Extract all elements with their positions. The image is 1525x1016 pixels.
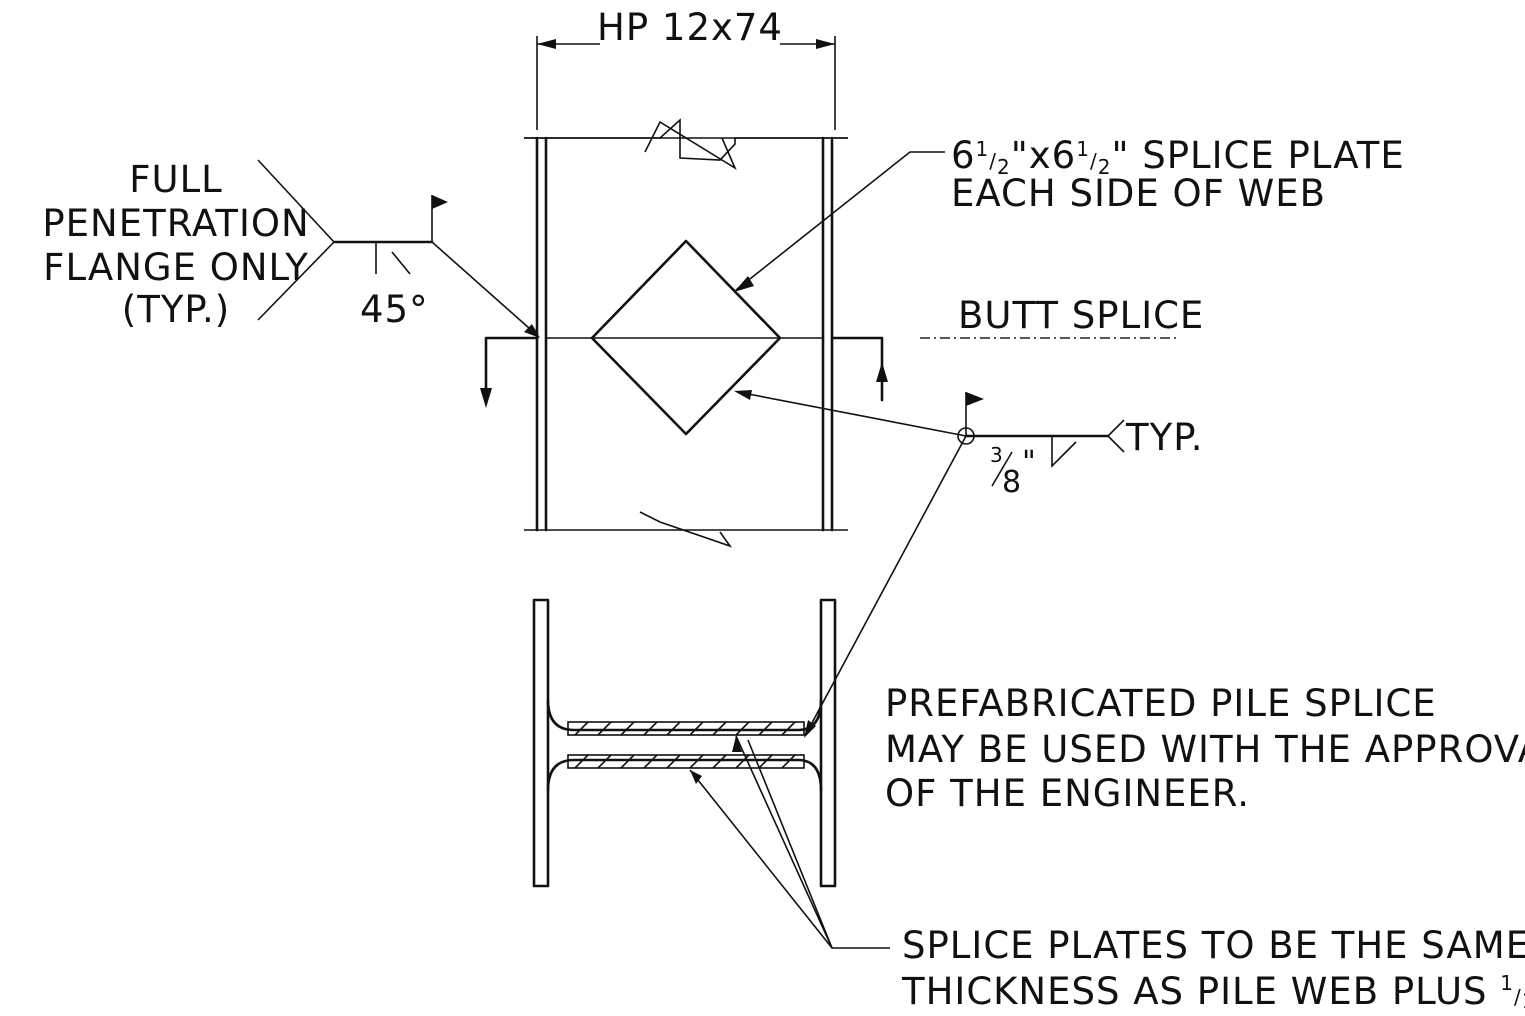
section-dimension: HP 12x74 (536, 6, 836, 130)
splice-plates-frac-den: 16 (1522, 989, 1525, 1013)
section-arrow-down-icon (480, 388, 492, 408)
leader-arrow-plate-a-icon (690, 770, 702, 784)
weld-tail-icon (1106, 419, 1125, 453)
field-weld-flag-left-icon (432, 195, 448, 209)
dimension-arrow-right-icon (816, 39, 835, 49)
weld-arrow-right-icon (734, 390, 752, 400)
section-web-top (546, 698, 823, 732)
splice-plate-note: 61/2"x61/2" SPLICE PLATE EACH SIDE OF WE… (951, 134, 1405, 215)
pile-cross-section (532, 598, 837, 888)
weld-arrow-left-icon (524, 324, 540, 338)
splice-plate-size-prefix: 6 (951, 134, 976, 177)
section-cut-left (484, 336, 539, 402)
weld-tail-typ: TYP. (1125, 416, 1204, 459)
splice-plates-frac-num: 1 (1500, 971, 1514, 995)
fillet-size-num: 3 (990, 443, 1003, 467)
fillet-size-den: 8 (1002, 465, 1021, 500)
splice-plate-frac-den: 2 (997, 155, 1011, 179)
splice-plate-size-suffix: " SPLICE PLATE (1111, 134, 1404, 177)
butt-splice-label: BUTT SPLICE (958, 294, 1204, 337)
leader-arrow-plate-b-icon (732, 736, 742, 752)
splice-plates-note-line2: THICKNESS AS PILE WEB PLUS (901, 970, 1500, 1013)
web-splice-plate-top (567, 721, 805, 736)
dimension-arrow-left-icon (537, 39, 556, 49)
leader-arrow-section-icon (804, 720, 816, 738)
fillet-weld-symbol-icon (1051, 436, 1077, 468)
weld-callout-line3: FLANGE ONLY (43, 246, 309, 289)
weld-angle-label: 45° (360, 288, 429, 331)
prefab-note-line1: PREFABRICATED PILE SPLICE (885, 682, 1437, 725)
diamond-splice-plate (590, 239, 782, 436)
break-line-top (524, 118, 848, 161)
pile-elevation (480, 118, 1180, 548)
splice-plate-frac-num: 1 (976, 137, 990, 161)
weld-callout-line2: PENETRATION (42, 202, 309, 245)
section-flange-left (532, 598, 550, 888)
section-flange-right (819, 598, 837, 888)
svg-text:THICKNESS AS PILE WEB PLUS 1/1: THICKNESS AS PILE WEB PLUS 1/16" (901, 970, 1525, 1013)
splice-plate-size-mid: "x6 (1011, 134, 1076, 177)
svg-text:61/2"x61/2" SPLICE PLATE: 61/2"x61/2" SPLICE PLATE (951, 134, 1405, 179)
weld-callout-line4: (TYP.) (122, 288, 230, 331)
section-cut-right (830, 336, 884, 402)
splice-plate-note-line2: EACH SIDE OF WEB (951, 172, 1326, 215)
prefab-note-line3: OF THE ENGINEER. (885, 772, 1250, 815)
weld-callout-left: FULL PENETRATION FLANGE ONLY (TYP.) 45° (42, 158, 429, 331)
splice-plates-note: SPLICE PLATES TO BE THE SAME THICKNESS A… (901, 924, 1525, 1013)
section-designation-label: HP 12x74 (597, 6, 783, 49)
prefab-note: PREFABRICATED PILE SPLICE MAY BE USED WI… (885, 682, 1525, 815)
field-weld-flag-right-icon (966, 392, 984, 406)
section-web-bottom (546, 758, 823, 792)
fillet-size-unit: " (1022, 445, 1036, 480)
fillet-weld-callout: 3 8 " TYP. (990, 416, 1204, 500)
leader-arrow-splice-plate-icon (734, 276, 754, 292)
splice-plates-note-line1: SPLICE PLATES TO BE THE SAME (902, 924, 1525, 967)
weld-callout-line1: FULL (129, 158, 223, 201)
web-splice-plate-bottom (567, 754, 805, 769)
section-arrow-up-icon (876, 362, 888, 382)
prefab-note-line2: MAY BE USED WITH THE APPROVAL (885, 728, 1525, 771)
leaders (257, 151, 1125, 949)
